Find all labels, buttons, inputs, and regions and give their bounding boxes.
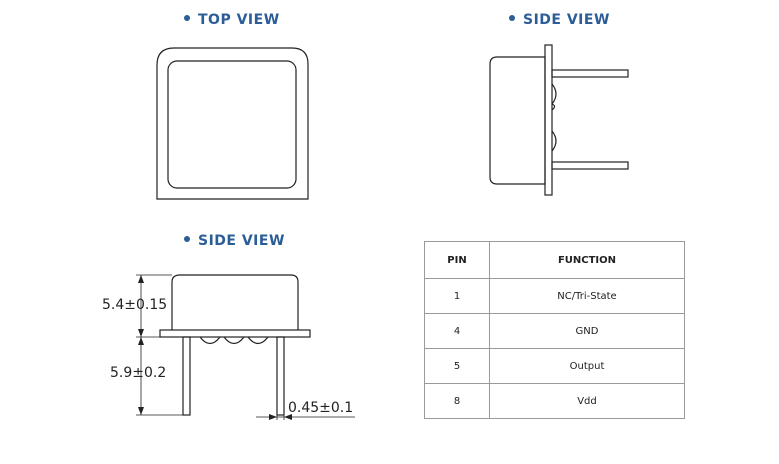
arrow-pin-width-right-icon — [284, 414, 292, 420]
side-view-title-left: SIDE VIEW — [184, 233, 285, 249]
side-view-left-body — [171, 274, 299, 330]
side-view-label-left: SIDE VIEW — [198, 233, 285, 249]
pin-function: NC/Tri-State — [489, 278, 685, 314]
side-view-left-weld-1 — [199, 336, 221, 345]
side-view-right-base-plate — [544, 44, 553, 196]
bullet-dot-icon — [184, 236, 190, 242]
top-view-title: TOP VIEW — [184, 12, 280, 28]
table-row: 1 NC/Tri-State — [424, 278, 685, 314]
pin-function: Output — [489, 348, 685, 384]
top-view-label: TOP VIEW — [198, 12, 280, 28]
pin-number: 5 — [424, 348, 490, 384]
top-view-outer-outline — [156, 47, 309, 200]
pin-function-table: PIN FUNCTION 1 NC/Tri-State 4 GND 5 Outp… — [424, 241, 685, 419]
dim-pin-width: 0.45±0.1 — [288, 400, 354, 416]
pin-function: Vdd — [489, 383, 685, 419]
side-view-title-right: SIDE VIEW — [509, 12, 610, 28]
side-view-left-weld-3 — [247, 336, 269, 345]
dim-pin-length: 5.9±0.2 — [110, 365, 167, 381]
table-header-row: PIN FUNCTION — [424, 241, 685, 279]
side-view-right-pin-upper — [551, 69, 629, 78]
dimension-lines — [136, 274, 355, 420]
top-view-package — [156, 47, 309, 200]
side-view-left-package — [159, 274, 311, 416]
side-view-left-pin-right — [276, 336, 285, 416]
side-view-right-pin-lower — [551, 161, 629, 170]
side-view-right-body — [489, 56, 546, 185]
dim-body-height: 5.4±0.15 — [102, 297, 168, 313]
arrow-top-icon — [138, 275, 144, 283]
side-view-left-base-plate — [159, 329, 311, 338]
pin-function: GND — [489, 313, 685, 349]
side-view-right-weld-lower — [551, 130, 557, 152]
arrow-pin-end-icon — [138, 407, 144, 415]
table-row: 4 GND — [424, 313, 685, 349]
side-view-label-right: SIDE VIEW — [523, 12, 610, 28]
arrow-base-up-icon — [138, 329, 144, 337]
pin-number: 8 — [424, 383, 490, 419]
arrow-pin-width-left-icon — [269, 414, 277, 420]
bullet-dot-icon — [184, 15, 190, 21]
arrow-base-down-icon — [138, 337, 144, 345]
bullet-dot-icon — [509, 15, 515, 21]
side-view-right-weld-middle — [551, 103, 556, 111]
top-view-inner-outline — [167, 60, 297, 189]
dimension-arrows — [138, 275, 292, 420]
pin-number: 4 — [424, 313, 490, 349]
header-function: FUNCTION — [489, 241, 685, 279]
header-pin: PIN — [424, 241, 490, 279]
table-row: 5 Output — [424, 348, 685, 384]
side-view-left-pin-left — [182, 336, 191, 416]
side-view-left-weld-2 — [223, 336, 245, 345]
pin-number: 1 — [424, 278, 490, 314]
table-row: 8 Vdd — [424, 383, 685, 419]
side-view-right-weld-upper — [551, 83, 557, 105]
side-view-right-package — [489, 44, 629, 196]
